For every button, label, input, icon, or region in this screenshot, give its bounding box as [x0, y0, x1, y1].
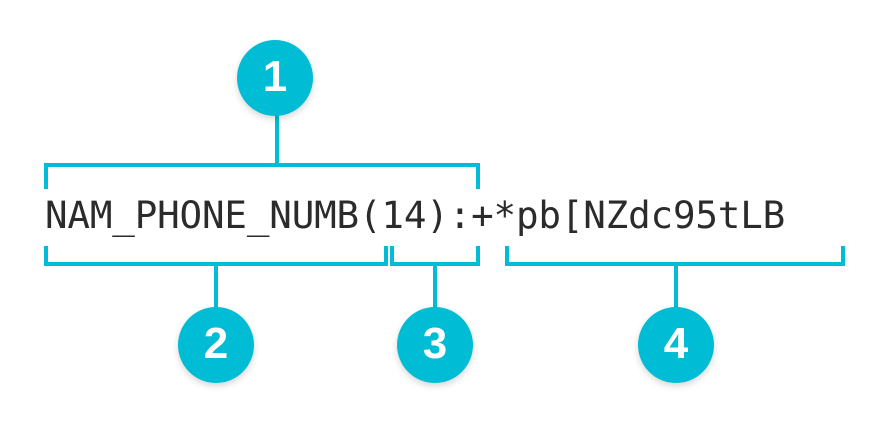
callout-badge-2-label: 2	[203, 319, 229, 368]
callout-badge-4[interactable]: 4	[638, 307, 714, 383]
callout-badge-3[interactable]: 3	[397, 307, 473, 383]
callout-badge-4-label: 4	[663, 319, 689, 368]
callout-badge-1-label: 1	[262, 52, 288, 101]
stem-1	[275, 114, 279, 165]
stem-2	[214, 262, 218, 310]
stem-4	[674, 262, 678, 310]
callout-badge-2[interactable]: 2	[178, 307, 254, 383]
callout-badge-3-label: 3	[422, 319, 448, 368]
code-string: NAM_PHONE_NUMB(14):+*pb[NZdc95tLB	[45, 193, 786, 237]
callout-badge-1[interactable]: 1	[237, 40, 313, 116]
stem-3	[433, 262, 437, 310]
bracket-1	[44, 163, 480, 189]
